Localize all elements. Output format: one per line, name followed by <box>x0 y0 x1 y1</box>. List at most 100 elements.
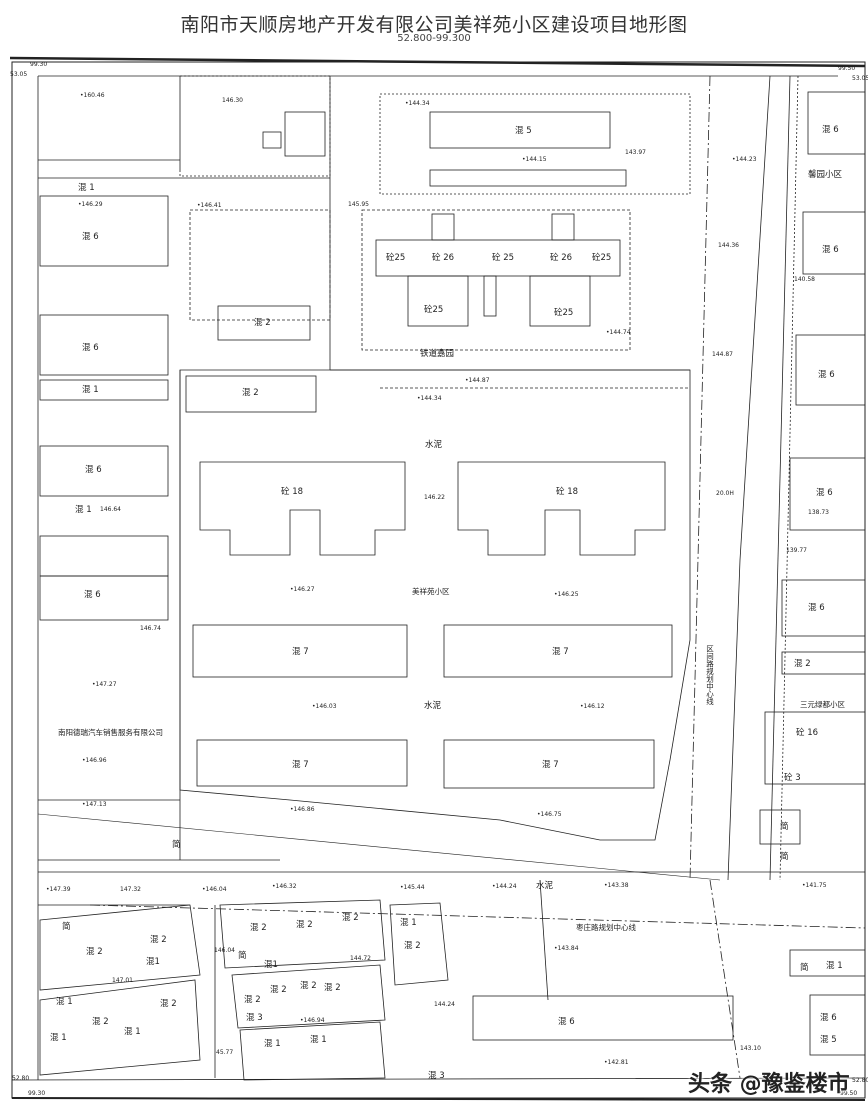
map-label: 砼 16 <box>796 727 818 738</box>
grid-coordinate-label: 99.30 <box>28 1090 45 1097</box>
elevation-label: •146.86 <box>290 806 315 813</box>
map-label: 混 2 <box>324 982 341 993</box>
map-label: 铁道嘉园 <box>420 348 454 359</box>
map-label: 砼25 <box>554 307 573 318</box>
map-label: 混 1 <box>826 960 843 971</box>
map-label: 南阳德瑞汽车销售服务有限公司 <box>58 727 163 737</box>
map-label: 混 1 <box>264 1038 281 1049</box>
map-label: 简 <box>780 821 789 832</box>
grid-coordinate-label: 99.50 <box>840 1090 857 1097</box>
map-label: 混 2 <box>404 940 421 951</box>
map-label: 混 1 <box>310 1034 327 1045</box>
map-label: 砼25 <box>424 304 443 315</box>
grid-coordinate-label: 99.30 <box>30 61 47 68</box>
elevation-label: 145.95 <box>348 201 369 208</box>
elevation-label: 147.01 <box>112 977 133 984</box>
map-label: 混 6 <box>818 369 835 380</box>
elevation-label: •141.75 <box>802 882 827 889</box>
elevation-label: •146.94 <box>300 1017 325 1024</box>
map-label: 简 <box>62 921 71 932</box>
elevation-label: •144.24 <box>492 883 517 890</box>
map-label: 简 <box>172 839 181 850</box>
map-label: 混 1 <box>78 182 95 193</box>
elevation-label: 144.72 <box>350 955 371 962</box>
map-label: 混 1 <box>400 917 417 928</box>
map-label: 砼25 <box>592 252 611 263</box>
elevation-label: 146.30 <box>222 97 243 104</box>
map-label: 混 5 <box>820 1034 837 1045</box>
elevation-label: •146.29 <box>78 201 103 208</box>
map-label: 混1 <box>264 959 278 970</box>
map-label: 简 <box>780 851 789 862</box>
grid-coordinate-label: 52.80 <box>852 1077 868 1084</box>
map-label: 混 7 <box>542 759 559 770</box>
elevation-label: •146.12 <box>580 703 605 710</box>
grid-coordinate-label: 53.05 <box>10 71 27 78</box>
map-label: 混 1 <box>56 996 73 1007</box>
map-label: 混 3 <box>246 1012 263 1023</box>
elevation-label: •146.03 <box>312 703 337 710</box>
elevation-label: •144.34 <box>405 100 430 107</box>
map-label: 混 6 <box>816 487 833 498</box>
map-label: 枣庄路规划中心线 <box>576 922 636 932</box>
map-label: 混 2 <box>254 317 271 328</box>
map-label: 混 7 <box>292 646 309 657</box>
elevation-label: •145.44 <box>400 884 425 891</box>
elevation-label: •147.13 <box>82 801 107 808</box>
map-label: 简 <box>238 950 247 961</box>
map-label: 美祥苑小区 <box>412 586 450 596</box>
map-label: 砼 18 <box>556 486 578 497</box>
map-label: 混 2 <box>92 1016 109 1027</box>
map-label: 混 6 <box>808 602 825 613</box>
elevation-label: 144.36 <box>718 242 739 249</box>
map-label: 混 2 <box>296 919 313 930</box>
elevation-label: 144.87 <box>712 351 733 358</box>
elevation-label: •147.39 <box>46 886 71 893</box>
grid-coordinate-label: 99.50 <box>838 65 855 72</box>
elevation-label: •143.38 <box>604 882 629 889</box>
elevation-label: 140.58 <box>794 276 815 283</box>
map-label: 混 6 <box>822 244 839 255</box>
elevation-label: 45.77 <box>216 1049 233 1056</box>
elevation-label: 146.64 <box>100 506 121 513</box>
map-label: 馨园小区 <box>808 169 843 180</box>
watermark: 头条 @豫鉴楼市 <box>688 1072 850 1097</box>
map-label: 混 6 <box>822 124 839 135</box>
map-label: 混 2 <box>300 980 317 991</box>
elevation-label: •144.23 <box>732 156 757 163</box>
elevation-label: 138.73 <box>808 509 829 516</box>
elevation-label: 143.10 <box>740 1045 761 1052</box>
map-label: 混 2 <box>270 984 287 995</box>
map-subtitle: 52.800-99.300 <box>397 33 471 44</box>
map-linework <box>9 56 866 1101</box>
elevation-label: •146.41 <box>197 202 222 209</box>
elevation-label: •146.04 <box>202 886 227 893</box>
map-label: 混 2 <box>342 912 359 923</box>
elevation-label: 139.77 <box>786 547 807 554</box>
elevation-label: 146.04 <box>214 947 235 954</box>
map-label: 砼 3 <box>784 772 801 783</box>
map-label: 砼25 <box>386 252 405 263</box>
map-label: 混 5 <box>515 125 532 136</box>
elevation-label: 146.74 <box>140 625 161 632</box>
map-label: 混 2 <box>244 994 261 1005</box>
grid-coordinate-label: 52.80 <box>12 1075 29 1082</box>
map-label: 砼 18 <box>281 486 303 497</box>
elevation-label: •144.87 <box>465 377 490 384</box>
elevation-label: 146.22 <box>424 494 445 501</box>
elevation-label: 147.32 <box>120 886 141 893</box>
map-label: 砼 25 <box>492 252 514 263</box>
map-label: 简 <box>800 962 809 973</box>
map-label: 混 2 <box>242 387 259 398</box>
map-label: 混 6 <box>820 1012 837 1023</box>
grid-coordinate-label: 53.05 <box>852 75 868 82</box>
map-label: 混 2 <box>794 658 811 669</box>
map-label: 水泥 <box>536 880 554 891</box>
elevation-label: •146.25 <box>554 591 579 598</box>
map-label: 混 3 <box>428 1070 445 1081</box>
map-label: 混 2 <box>150 934 167 945</box>
map-label: 水泥 <box>425 439 443 450</box>
map-label: 混 1 <box>75 504 92 515</box>
